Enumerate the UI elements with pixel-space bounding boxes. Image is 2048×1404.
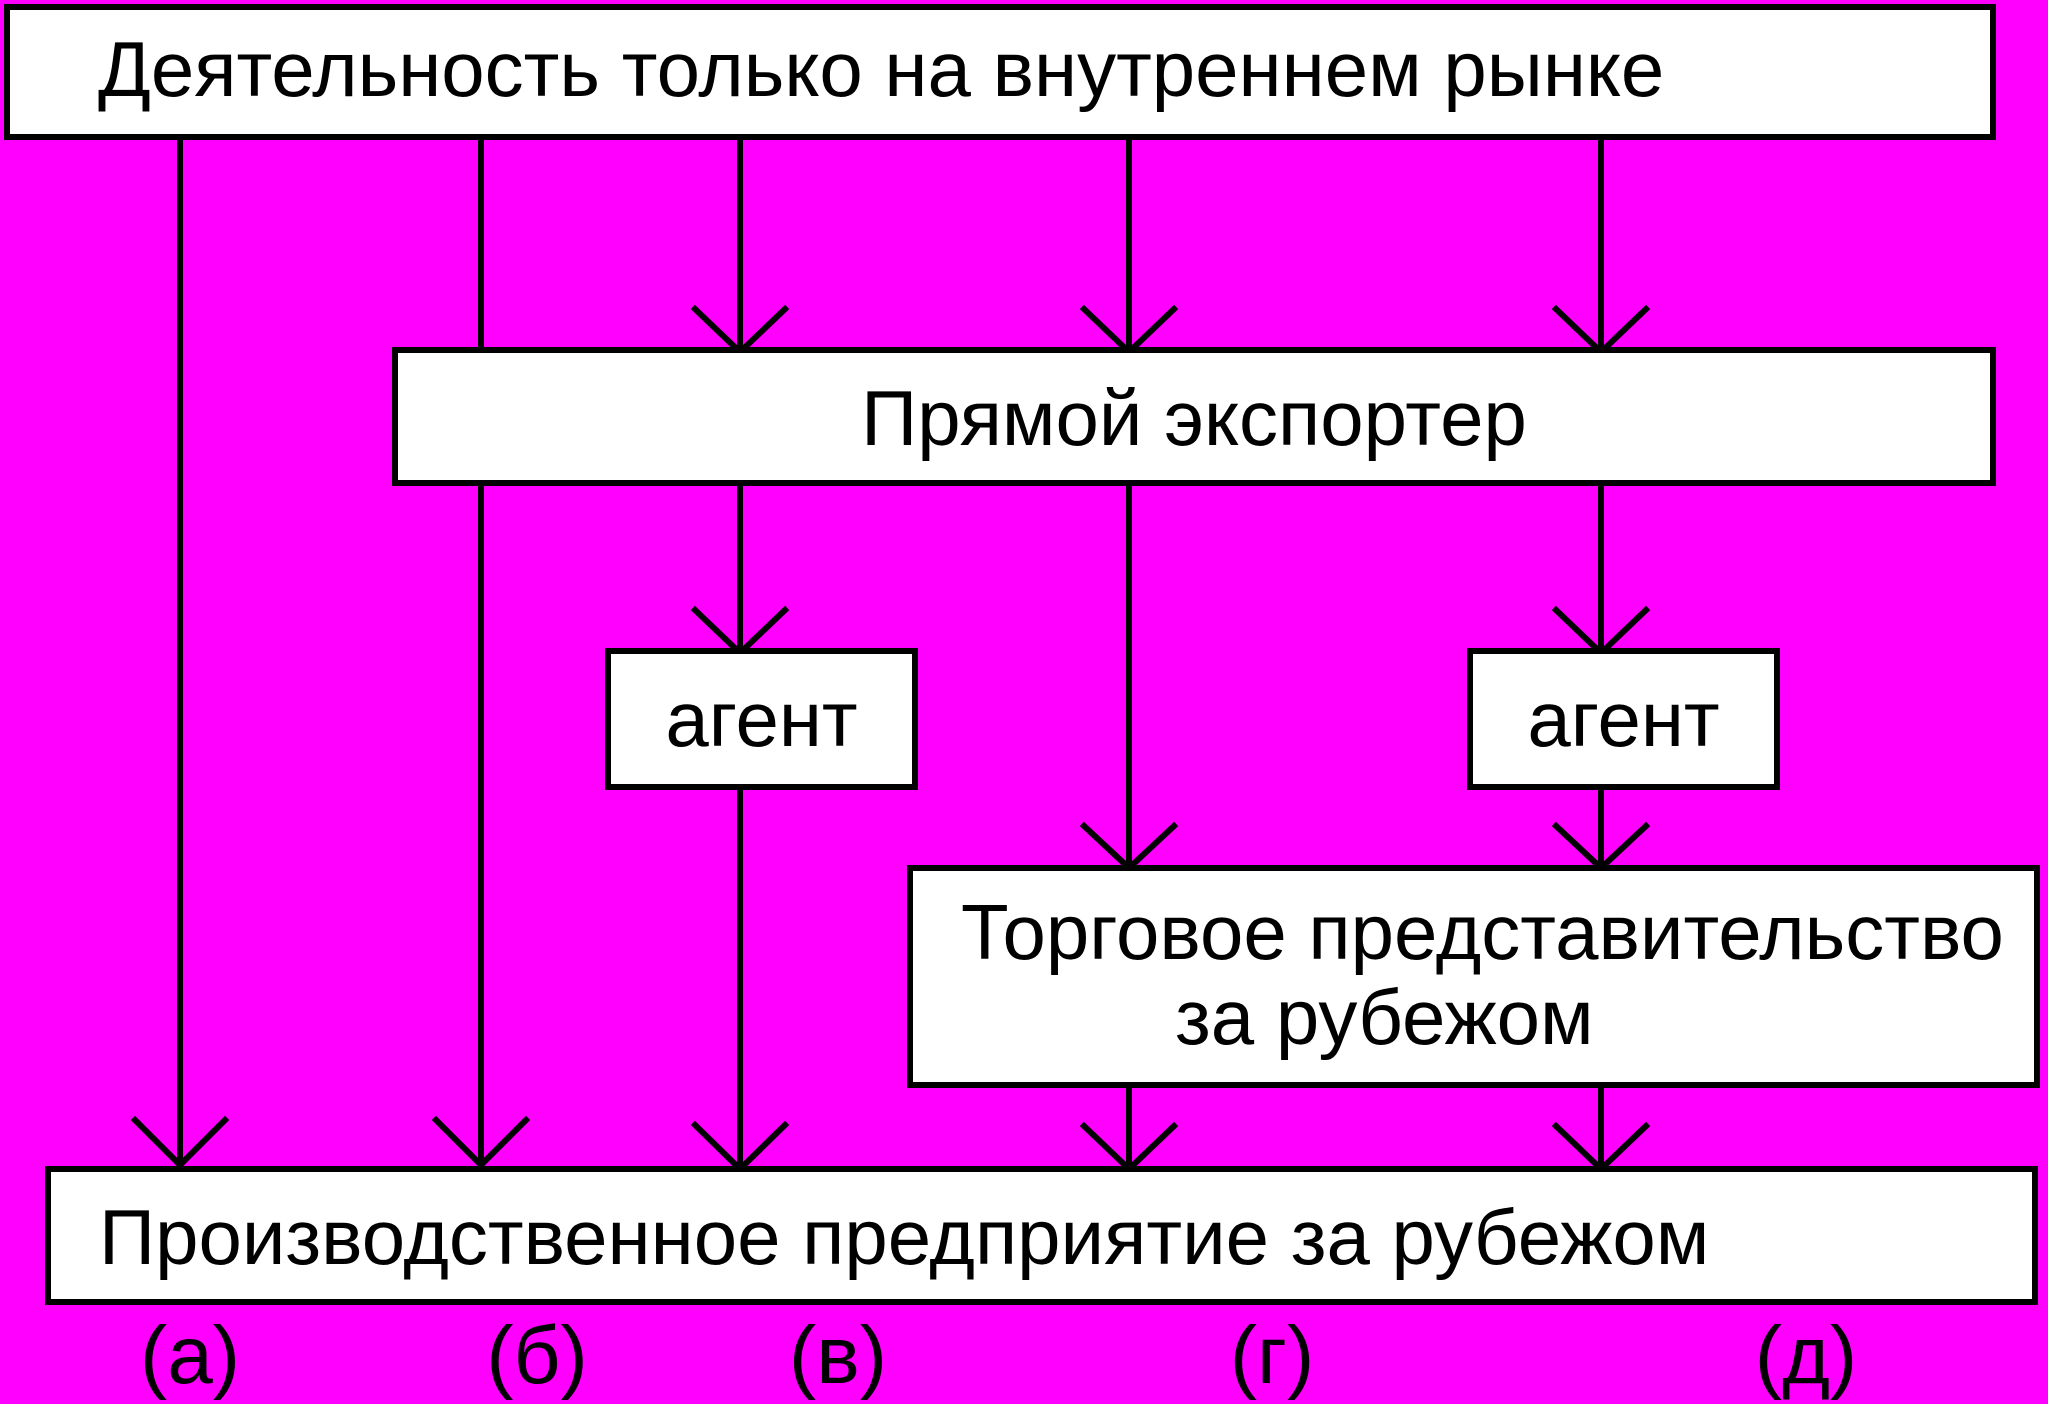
foreign-production-box: Производственное предприятие за рубежом — [45, 1166, 2038, 1305]
agent-right-label: агент — [1527, 675, 1720, 763]
agent-box-right: агент — [1467, 648, 1780, 790]
trade-representation-label-line1: Торговое представительство — [961, 888, 2004, 976]
channel-label-g: (г) — [1229, 1310, 1315, 1401]
channel-label-v: (в) — [788, 1310, 888, 1401]
agent-box-left: агент — [605, 648, 918, 790]
channel-label-d: (д) — [1754, 1310, 1858, 1401]
trade-representation-box: Торговое представительство за рубежом — [907, 865, 2040, 1088]
domestic-market-box: Деятельность только на внутреннем рынке — [4, 4, 1996, 140]
direct-exporter-label: Прямой экспортер — [861, 374, 1527, 462]
channel-b-arrowhead — [431, 1115, 531, 1170]
channel-label-a: (а) — [139, 1310, 241, 1401]
trade-representation-label-line2: за рубежом — [1175, 973, 1594, 1061]
direct-exporter-box: Прямой экспортер — [392, 347, 1996, 486]
domestic-market-label: Деятельность только на внутреннем рынке — [98, 25, 1665, 113]
agent-left-label: агент — [665, 675, 858, 763]
channel-a-arrowhead — [130, 1115, 230, 1170]
foreign-production-label: Производственное предприятие за рубежом — [99, 1193, 1710, 1281]
channel-label-b: (б) — [486, 1310, 588, 1401]
